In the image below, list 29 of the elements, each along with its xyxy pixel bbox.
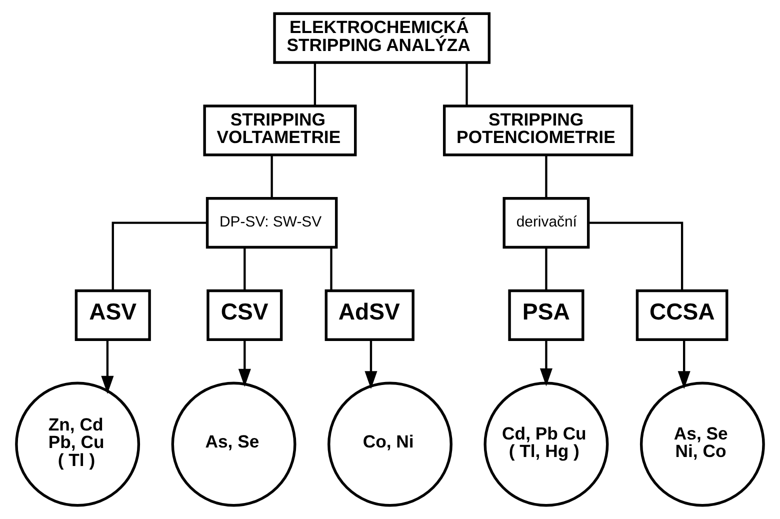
node-circle: Co, Ni — [328, 382, 452, 507]
arrow — [364, 340, 378, 390]
connector — [244, 248, 246, 290]
node-box: PSA — [508, 289, 584, 341]
connector — [545, 248, 548, 290]
node-box: STRIPPING VOLTAMETRIE — [203, 104, 357, 156]
arrow — [238, 340, 251, 387]
node-circle: As, Se — [171, 382, 296, 507]
node-box: AdSV — [324, 289, 414, 341]
node-box: derivační — [502, 197, 590, 249]
node-circle: As, Se Ni, Co — [640, 382, 765, 507]
node-box: DP-SV: SW-SV — [206, 197, 338, 249]
node-box: STRIPPING POTENCIOMETRIE — [442, 104, 634, 156]
node-circle: Zn, Cd Pb, Cu ( Tl ) — [15, 382, 140, 507]
connector — [466, 62, 468, 106]
connector — [314, 62, 316, 106]
arrow — [101, 340, 114, 394]
node-box: CCSA — [636, 289, 728, 341]
node-box: ELEKTROCHEMICKÁ STRIPPING ANALÝZA — [273, 12, 491, 64]
connector — [545, 155, 548, 198]
connector — [270, 155, 273, 198]
connector — [330, 248, 332, 290]
node-box: CSV — [206, 289, 283, 341]
node-box: ASV — [74, 289, 151, 341]
arrow — [678, 340, 690, 390]
arrow — [540, 340, 552, 386]
connector — [112, 222, 208, 290]
connector — [588, 222, 684, 290]
node-circle: Cd, Pb Cu ( Tl, Hg ) — [484, 382, 609, 507]
